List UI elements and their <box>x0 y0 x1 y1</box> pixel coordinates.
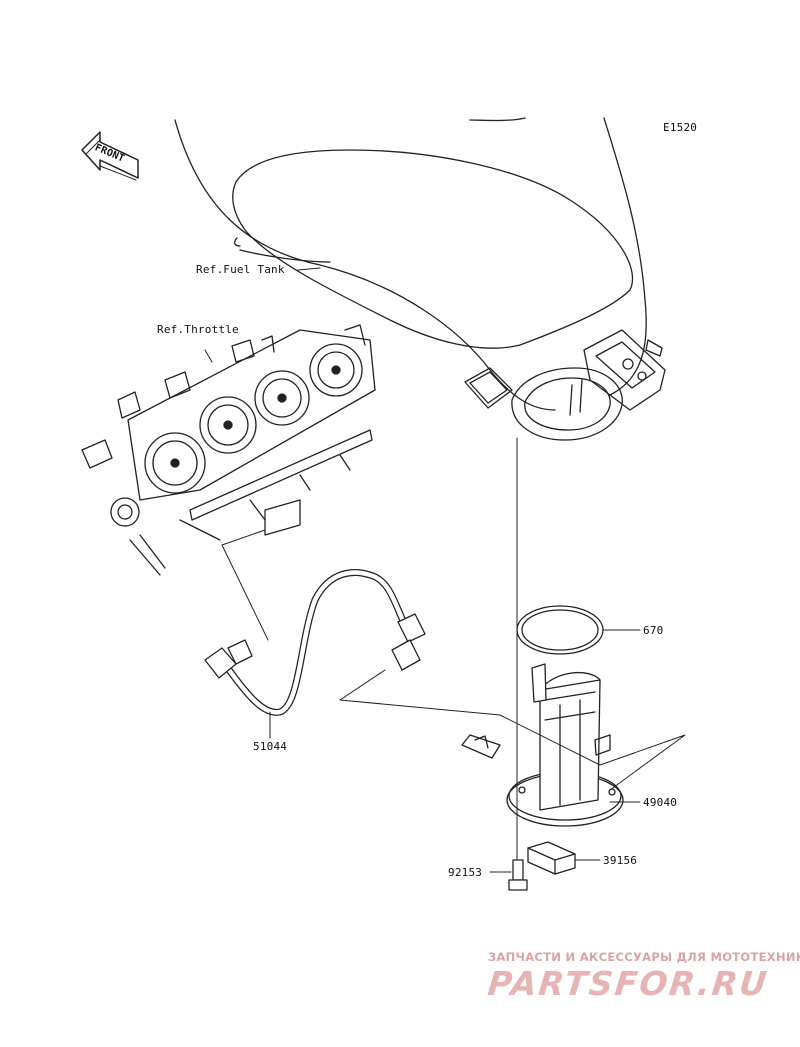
leader-lines <box>204 267 686 873</box>
pad <box>527 841 576 875</box>
fuel-pump <box>461 663 624 827</box>
fuel-tank-outline <box>174 117 666 441</box>
front-arrow-icon <box>81 131 139 181</box>
bolt <box>508 859 528 891</box>
watermark-brand: PARTSFOR.RU <box>485 964 771 1003</box>
ref-fuel-tank-label: Ref.Fuel Tank <box>196 263 285 276</box>
ref-throttle-label: Ref.Throttle <box>157 323 239 336</box>
o-ring <box>516 605 604 655</box>
part-number-51044: 51044 <box>253 740 288 753</box>
part-number-49040: 49040 <box>643 796 678 809</box>
part-number-92153: 92153 <box>448 866 483 879</box>
fuel-hose <box>204 569 426 716</box>
part-number-670: 670 <box>643 624 664 637</box>
part-number-39156: 39156 <box>603 854 638 867</box>
throttle-body-assembly <box>81 324 376 576</box>
diagram-code: E1520 <box>663 121 698 134</box>
watermark-tagline: ЗАПЧАСТИ И АКСЕССУАРЫ ДЛЯ МОТОТЕХНИКИ <box>488 950 800 964</box>
